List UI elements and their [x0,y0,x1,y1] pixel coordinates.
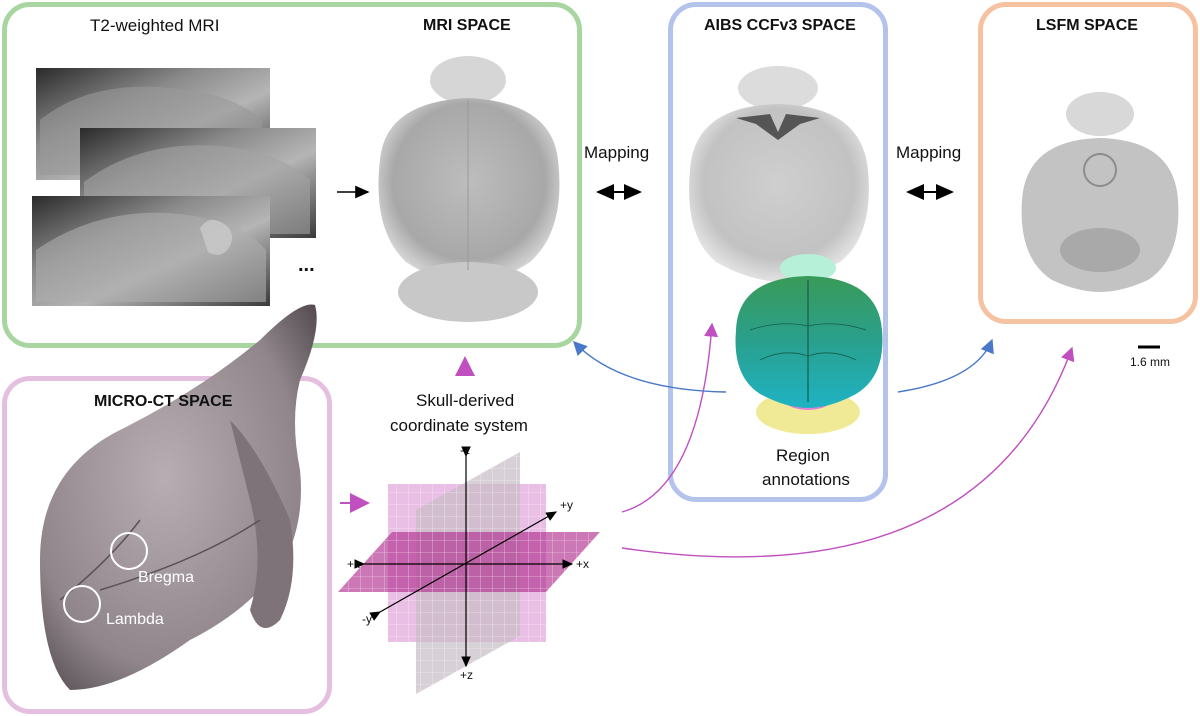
coord-system-label-2: coordinate system [390,416,528,435]
region-annotation-brain [735,254,883,434]
lambda-label: Lambda [106,611,164,628]
mri-subtitle: T2-weighted MRI [90,16,220,35]
aibs-brain-image [689,66,869,282]
microct-space-title: MICRO-CT SPACE [94,393,233,410]
coord-to-aibs-arrow [621,322,719,513]
bregma-label: Bregma [138,569,195,586]
aibs-space-panel [668,2,888,502]
annotation-to-mri-arrow [573,340,727,393]
coord-system-label-1: Skull-derived [416,391,515,410]
region-annotations-label-1: Region [776,446,830,465]
axis-label-pos-y: +y [560,498,574,512]
axis-label-neg-z: -z [460,443,470,457]
mri-brain-image [378,56,560,322]
mapping-label-2: Mapping [896,143,962,162]
lsfm-space-panel [978,2,1198,324]
axis-label-pos-x-left: +x [347,557,361,571]
mapping-label-1: Mapping [584,143,650,162]
axis-label-pos-z: +z [460,668,474,682]
micro-ct-skull-image [40,304,317,690]
mri-slice-stack [32,68,316,306]
microct-space-panel [2,376,332,714]
mri-ellipsis: ... [298,254,315,276]
axis-label-neg-y: -y [362,612,372,626]
mri-space-title: MRI SPACE [423,17,511,34]
region-annotations-label-2: annotations [762,470,850,489]
coordinate-system-graphic [338,446,600,694]
annotation-to-lsfm-arrow [897,338,994,393]
lsfm-brain-image [1021,92,1179,292]
aibs-space-title: AIBS CCFv3 SPACE [704,17,856,34]
scale-bar-label: 1.6 mm [1130,355,1171,369]
axis-label-pos-x-right: +x [576,557,590,571]
lsfm-space-title: LSFM SPACE [1036,17,1138,34]
coord-to-lsfm-arrow [621,346,1075,558]
